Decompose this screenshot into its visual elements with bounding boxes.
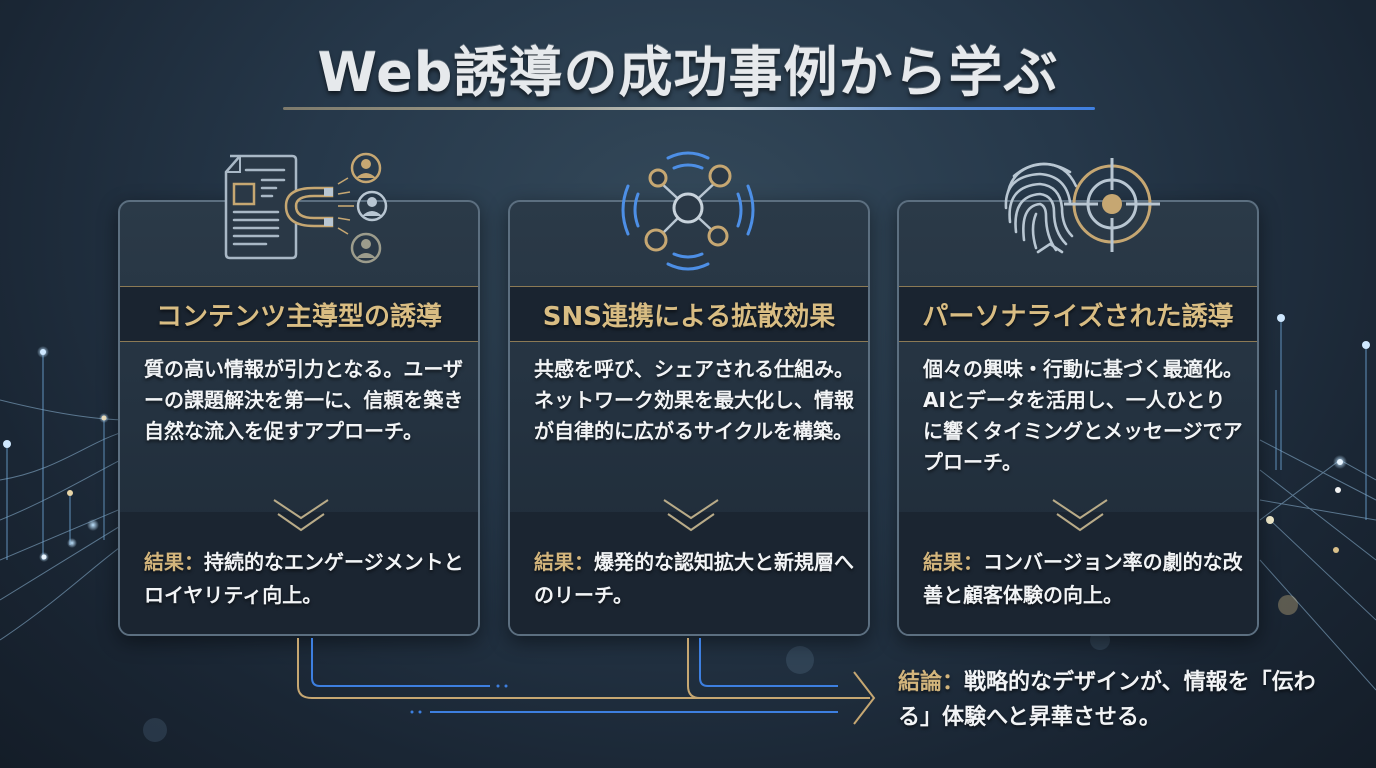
- card-heading: コンテンツ主導型の誘導: [155, 301, 442, 332]
- result-text: 持続的なエンゲージメントとロイヤリティ向上。: [144, 550, 464, 607]
- result-separator: ：: [963, 550, 983, 574]
- card-heading-bar: コンテンツ主導型の誘導: [120, 286, 478, 342]
- chevron-down-icon: [1052, 499, 1108, 532]
- card-result: 結果：コンバージョン率の劇的な改善と顧客体験の向上。: [923, 546, 1243, 612]
- card-result: 結果：爆発的な認知拡大と新規層へのリーチ。: [534, 546, 854, 612]
- card-heading: パーソナライズされた誘導: [922, 301, 1234, 332]
- card-personalized: パーソナライズされた誘導 個々の興味・行動に基づく最適化。AIとデータを活用し、…: [897, 200, 1259, 636]
- card-result-panel: [510, 512, 868, 634]
- card-description: 共感を呼び、シェアされる仕組み。ネットワーク効果を最大化し、情報が自律的に広がる…: [534, 357, 854, 443]
- result-separator: ：: [184, 550, 204, 574]
- result-text: 爆発的な認知拡大と新規層へのリーチ。: [534, 550, 854, 607]
- card-sns-spread: SNS連携による拡散効果 共感を呼び、シェアされる仕組み。ネットワーク効果を最大…: [508, 200, 870, 636]
- document-magnet-users-icon: [224, 152, 388, 264]
- result-separator: ：: [574, 550, 594, 574]
- card-content-driven: コンテンツ主導型の誘導 質の高い情報が引力となる。ユーザーの課題解決を第一に、信…: [118, 200, 480, 636]
- conclusion-label: 結論: [898, 670, 943, 695]
- result-label: 結果: [144, 550, 184, 574]
- card-result-panel: [899, 512, 1257, 634]
- card-description: 質の高い情報が引力となる。ユーザーの課題解決を第一に、信頼を築き自然な流入を促す…: [144, 357, 464, 443]
- card-description: 個々の興味・行動に基づく最適化。AIとデータを活用し、一人ひとりに響くタイミング…: [923, 357, 1243, 474]
- result-label: 結果: [923, 550, 963, 574]
- chevron-down-icon: [273, 499, 329, 532]
- conclusion-separator: ：: [942, 670, 965, 695]
- conclusion-text: 結論：戦略的なデザインが、情報を「伝わる」体験へと昇華させる。: [898, 665, 1318, 735]
- card-result-panel: [120, 512, 478, 634]
- result-text: コンバージョン率の劇的な改善と顧客体験の向上。: [923, 550, 1243, 607]
- page-title: Web誘導の成功事例から学ぶ: [317, 41, 1059, 104]
- result-label: 結果: [534, 550, 574, 574]
- card-result: 結果：持続的なエンゲージメントとロイヤリティ向上。: [144, 546, 464, 612]
- conclusion-body: 戦略的なデザインが、情報を「伝わる」体験へと昇華させる。: [898, 670, 1316, 730]
- fingerprint-target-icon: [1004, 158, 1160, 254]
- card-heading: SNS連携による拡散効果: [542, 301, 836, 332]
- card-heading-bar: SNS連携による拡散効果: [510, 286, 868, 342]
- title-underline: [283, 107, 1095, 110]
- card-heading-bar: パーソナライズされた誘導: [899, 286, 1257, 342]
- network-broadcast-icon: [621, 151, 755, 271]
- chevron-down-icon: [663, 499, 719, 532]
